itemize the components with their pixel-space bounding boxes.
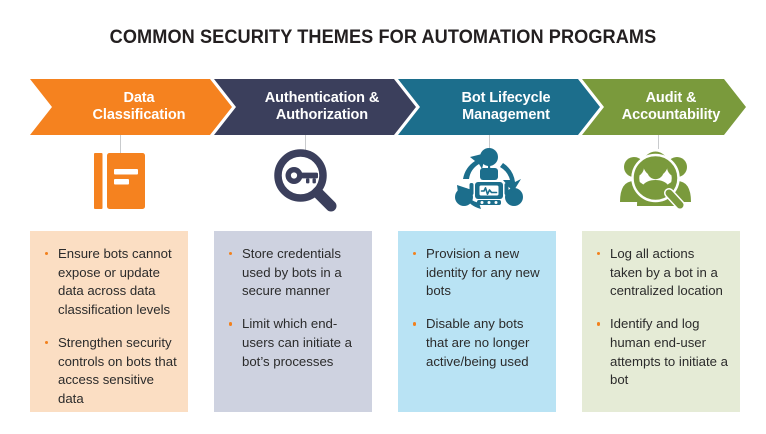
content-box-bot-lifecycle-management: Provision a new identity for any new bot… [398,231,556,412]
banner-arrow-bot-lifecycle-management[interactable]: Bot Lifecycle Management [398,79,600,135]
list-item: Ensure bots cannot expose or update data… [38,245,178,320]
icon-slot-audit-accountability [616,143,700,219]
connector-stem-3 [489,135,491,149]
book-document-icon [94,153,145,209]
connector-stem-1 [120,135,122,154]
banner-arrow-data-classification[interactable]: Data Classification [30,79,232,135]
content-box-data-classification: Ensure bots cannot expose or update data… [30,231,188,412]
banner-label-authentication-authorization: Authentication & Authorization [264,90,380,123]
content-box-authentication-authorization: Store credentials used by bots in a secu… [214,231,372,412]
bullet-list-bot-lifecycle-management: Provision a new identity for any new bot… [406,245,546,371]
icon-slot-data-classification [78,143,162,219]
banner-arrow-authentication-authorization[interactable]: Authentication & Authorization [214,79,416,135]
list-item: Log all actions taken by a bot in a cent… [590,245,730,301]
process-arrow-band: Data Classification Authentication & Aut… [0,79,766,135]
icon-slot-bot-lifecycle-management [447,143,531,219]
banner-label-data-classification: Data Classification [92,90,186,123]
list-item: Provision a new identity for any new bot… [406,245,546,301]
connector-stem-4 [658,135,660,149]
page-title: COMMON SECURITY THEMES FOR AUTOMATION PR… [109,26,657,48]
bullet-list-authentication-authorization: Store credentials used by bots in a secu… [222,245,362,371]
connector-stem-2 [305,135,307,154]
icon-slot-authentication-authorization [264,143,348,219]
banner-arrow-audit-accountability[interactable]: Audit & Accountability [582,79,746,135]
bullet-list-audit-accountability: Log all actions taken by a bot in a cent… [590,245,730,390]
list-item: Disable any bots that are no longer acti… [406,315,546,371]
banner-label-audit-accountability: Audit & Accountability [621,90,721,123]
list-item: Strengthen security controls on bots tha… [38,334,178,409]
list-item: Identify and log human end-user attempts… [590,315,730,390]
list-item: Limit which end-users can initiate a bot… [222,315,362,371]
content-box-audit-accountability: Log all actions taken by a bot in a cent… [582,231,740,412]
bullet-list-data-classification: Ensure bots cannot expose or update data… [38,245,178,409]
magnifier-key-icon [274,149,337,212]
robot-lifecycle-icon [455,148,523,209]
banner-label-bot-lifecycle-management: Bot Lifecycle Management [461,90,551,123]
list-item: Store credentials used by bots in a secu… [222,245,362,301]
people-magnifier-icon [620,151,691,210]
